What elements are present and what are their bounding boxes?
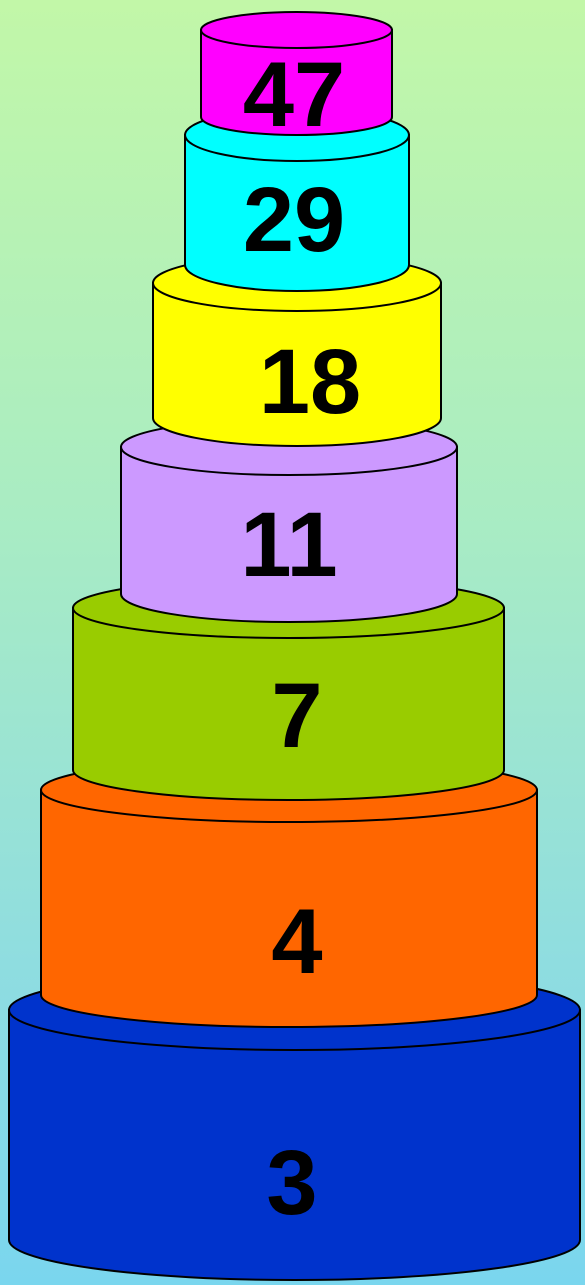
tier-47-label: 47 bbox=[243, 44, 345, 146]
tier-11: 11 bbox=[121, 419, 457, 622]
tier-18-label: 18 bbox=[259, 331, 361, 433]
tier-29-label: 29 bbox=[243, 169, 345, 271]
tier-4-label: 4 bbox=[271, 891, 322, 993]
tier-47-top bbox=[201, 12, 392, 48]
tier-47: 47 bbox=[201, 12, 392, 146]
tier-3-label: 3 bbox=[266, 1132, 317, 1234]
tier-7-label: 7 bbox=[271, 665, 322, 767]
tier-11-label: 11 bbox=[240, 494, 337, 596]
